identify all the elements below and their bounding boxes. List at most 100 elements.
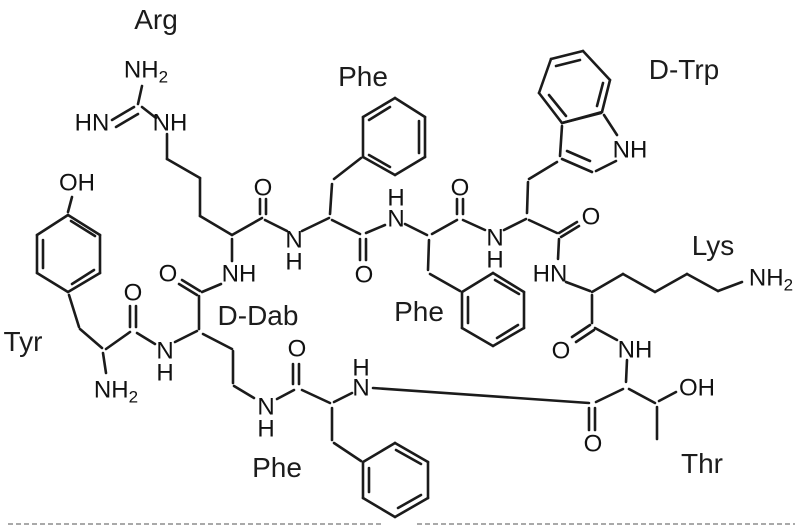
residue-label-lys: Lys (692, 230, 735, 261)
residue-label-d-dab: D-Dab (218, 300, 299, 331)
thr-carbonyl-o-label: O (584, 431, 603, 458)
residue-label-phe-top: Phe (338, 61, 388, 92)
bond (35, 271, 70, 294)
bond (574, 328, 596, 344)
bond (332, 156, 363, 181)
bond (364, 223, 387, 235)
bond (428, 272, 462, 293)
bond (361, 155, 397, 177)
bond (201, 332, 234, 351)
phe3-carbonyl-o-label: O (288, 336, 307, 363)
bond (525, 180, 530, 215)
phe2-trp-amide-n-label: N (486, 225, 503, 252)
bond (527, 218, 559, 235)
bond (430, 218, 459, 236)
bond (361, 441, 397, 464)
dab-carbonyl-o-label: O (159, 261, 178, 288)
tyr-dab-amide-h-label: H (156, 360, 173, 387)
bond (394, 448, 423, 466)
tyr-nh2-label: NH2 (94, 377, 138, 407)
bond (393, 496, 430, 519)
bond (69, 219, 97, 238)
bond (66, 195, 74, 214)
bond (332, 391, 354, 404)
bond (602, 113, 619, 137)
dab-sidechain-amide-h-label: H (257, 416, 274, 443)
phe3-amide-n-label: N (352, 375, 369, 402)
bond (135, 331, 157, 346)
bond (67, 293, 81, 329)
residue-label-phe-middle: Phe (394, 296, 444, 327)
bond (396, 493, 423, 510)
bond (560, 110, 604, 125)
tyr-dab-amide-n-label: N (156, 338, 173, 365)
trp-lys-amide-hn-label: HN (533, 261, 568, 288)
bond (491, 271, 526, 294)
phenol-oh-label: OH (59, 170, 95, 197)
bond (581, 49, 612, 82)
bond (554, 58, 582, 68)
trp-carbonyl-o-label: O (582, 204, 601, 231)
bond (230, 216, 264, 237)
bond (78, 327, 104, 350)
bond (330, 218, 362, 236)
bond (66, 213, 102, 237)
bond (177, 282, 199, 297)
arg-phe-amide-h-label: H (285, 249, 302, 276)
bond (114, 112, 140, 129)
bond (101, 351, 108, 375)
bond (495, 323, 520, 340)
arg-carbonyl-o-label: O (254, 175, 273, 202)
phe2-carbonyl-o-label: O (451, 175, 470, 202)
bond (594, 159, 618, 173)
bond (621, 272, 657, 294)
bond (570, 323, 592, 339)
bond (110, 105, 136, 122)
bond (300, 388, 332, 405)
bond (461, 218, 487, 232)
bond (361, 496, 397, 519)
phe2-trp-amide-h-label: H (486, 247, 503, 274)
bond (624, 358, 629, 384)
guanidine-nh2-label: NH2 (124, 57, 168, 87)
indole-nh-label: NH (613, 137, 648, 164)
bond (104, 330, 132, 351)
dab-arg-amide-nh-label: NH (222, 261, 257, 288)
guanidine-nh-label: NH (153, 110, 188, 137)
bond (600, 78, 612, 114)
arg-phe-amide-n-label: N (285, 227, 302, 254)
residue-label-thr: Thr (681, 448, 723, 479)
bond (595, 81, 605, 108)
bond (460, 326, 495, 348)
bond (70, 268, 96, 286)
bond (627, 387, 657, 405)
bond (657, 390, 678, 403)
residue-label-phe-bottom: Phe (252, 452, 302, 483)
phe1-phe2-amide-h-label: H (387, 185, 404, 212)
bond (275, 388, 296, 401)
bond (300, 216, 331, 233)
residue-label-arg: Arg (134, 4, 178, 35)
lys-thr-amide-nh-label: NH (618, 337, 653, 364)
bond (367, 105, 392, 122)
bond (165, 157, 202, 180)
phe1-carbonyl-o-label: O (355, 262, 374, 289)
phe3-amide-h-label: H (352, 355, 369, 382)
bond (559, 224, 581, 239)
bond (527, 160, 559, 181)
bond (594, 387, 625, 404)
bond (393, 441, 430, 464)
bond (537, 57, 553, 95)
bond (557, 220, 579, 235)
bond (332, 441, 363, 463)
dab-sidechain-amide-n-label: N (257, 394, 274, 421)
bond (35, 213, 70, 237)
bond (593, 326, 619, 342)
bond (263, 218, 289, 233)
bond (560, 157, 594, 174)
lys-nh2-label: NH2 (749, 265, 793, 295)
guanidine-hn-label: HN (75, 110, 110, 137)
bond (371, 386, 591, 405)
bond (549, 49, 585, 61)
